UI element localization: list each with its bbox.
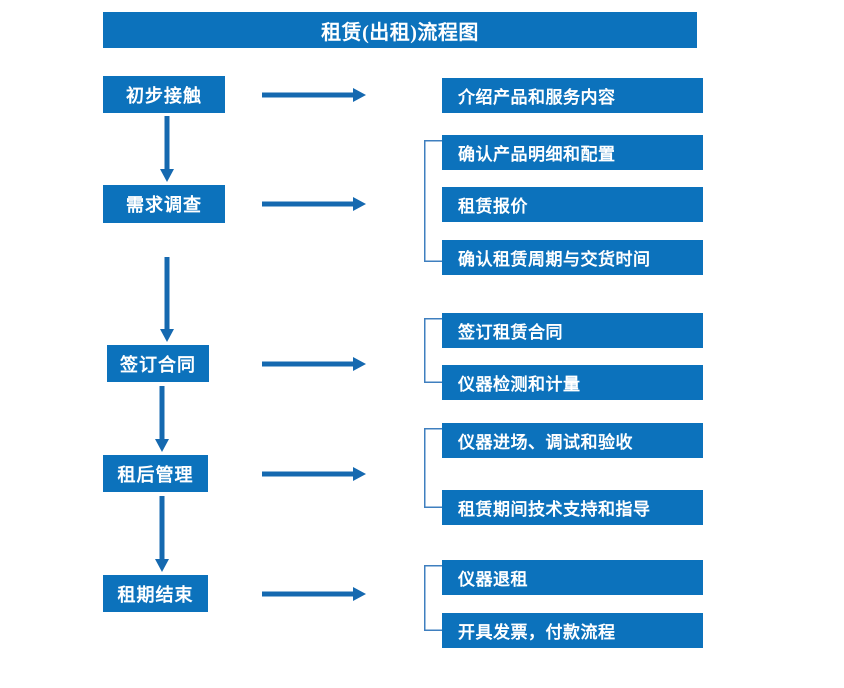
task-box: 仪器进场、调试和验收 xyxy=(442,423,703,458)
task-box: 签订租赁合同 xyxy=(442,313,703,348)
stage-box: 租后管理 xyxy=(103,455,208,492)
bracket-contract-icon xyxy=(420,318,442,383)
stage-box: 需求调查 xyxy=(103,185,225,223)
arrow-to-after-rental-icon xyxy=(262,465,366,483)
arrow-to-end-icon xyxy=(262,585,366,603)
task-box: 仪器检测和计量 xyxy=(442,365,703,400)
stage-box: 租期结束 xyxy=(103,575,208,612)
task-box: 介绍产品和服务内容 xyxy=(442,78,703,113)
diagram-title: 租赁(出租)流程图 xyxy=(103,12,697,48)
bracket-after-rental-icon xyxy=(420,428,442,508)
task-box: 仪器退租 xyxy=(442,560,703,595)
task-box: 租赁期间技术支持和指导 xyxy=(442,490,703,525)
task-box: 确认产品明细和配置 xyxy=(442,135,703,170)
bracket-requirements-icon xyxy=(420,140,442,262)
stage-box: 初步接触 xyxy=(103,76,225,113)
stage-box: 签订合同 xyxy=(107,345,209,382)
arrow-survey-to-contract-icon xyxy=(158,257,176,342)
arrow-to-intro-icon xyxy=(262,86,366,104)
arrow-to-contract-icon xyxy=(262,355,366,373)
arrow-contact-to-survey-icon xyxy=(158,116,176,182)
arrow-to-requirements-icon xyxy=(262,195,366,213)
arrow-mgmt-to-end-icon xyxy=(153,496,171,572)
bracket-end-icon xyxy=(420,565,442,631)
task-box: 租赁报价 xyxy=(442,187,703,222)
arrow-contract-to-mgmt-icon xyxy=(153,386,171,452)
task-box: 开具发票，付款流程 xyxy=(442,613,703,648)
task-box: 确认租赁周期与交货时间 xyxy=(442,240,703,275)
